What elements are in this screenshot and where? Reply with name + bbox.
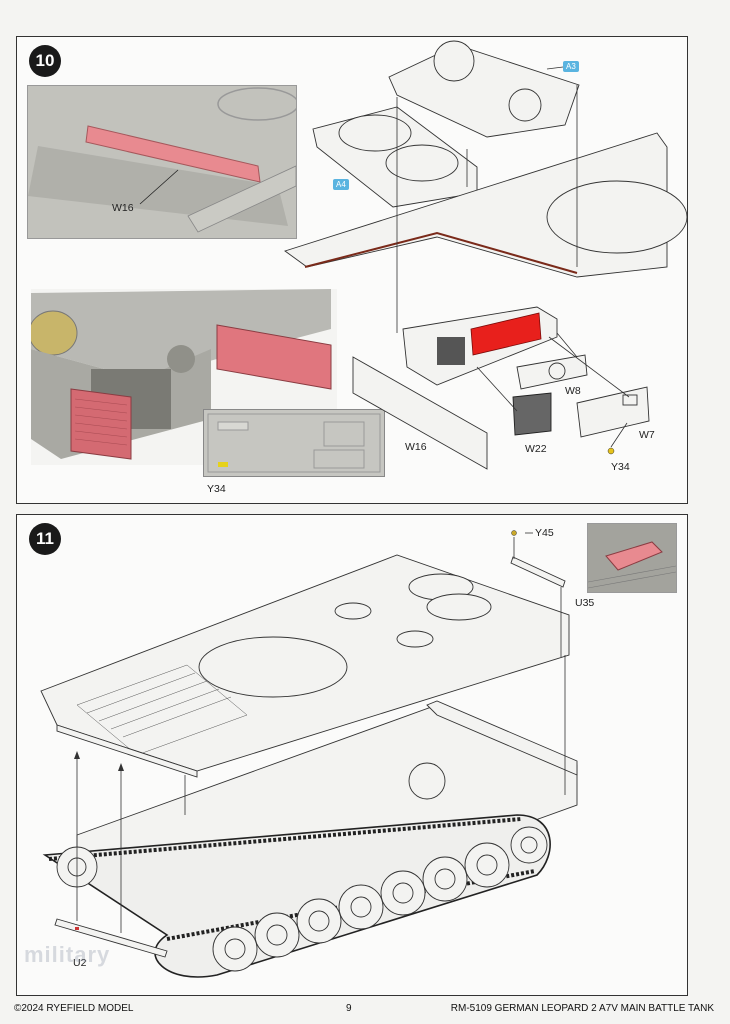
photo-plate-drawing	[207, 413, 381, 473]
label-y34-photo: Y34	[207, 483, 226, 495]
watermark: military	[24, 942, 111, 967]
label-u2: U2	[73, 957, 87, 969]
label-y34-right: Y34	[611, 461, 630, 473]
footer-copyright: ©2024 RYEFIELD MODEL	[14, 1003, 134, 1014]
label-u35: U35	[575, 597, 595, 609]
label-w16-photo: W16	[112, 202, 134, 214]
step-10-panel: 10 W16	[16, 36, 688, 504]
step-10-photo-plate	[203, 409, 385, 477]
label-w16-part: W16	[405, 441, 427, 453]
label-w8: W8	[565, 385, 581, 397]
photo-w16-drawing	[28, 86, 296, 238]
step-11-drawing	[40, 530, 578, 978]
photo-hull-side-drawing	[31, 289, 332, 460]
label-w22: W22	[525, 443, 547, 455]
footer-page-number: 9	[346, 1003, 352, 1014]
photo-detail-drawing	[588, 524, 676, 592]
step-11-photo-detail	[587, 523, 677, 593]
step-10-badge: 10	[29, 45, 61, 77]
callout-a3: A3	[563, 61, 579, 72]
step-11-badge: 11	[29, 523, 61, 555]
step-11-panel: 11	[16, 514, 688, 996]
callout-a4: A4	[333, 179, 349, 190]
footer-product-title: RM-5109 GERMAN LEOPARD 2 A7V MAIN BATTLE…	[450, 1003, 714, 1014]
step-10-photo-w16: W16	[27, 85, 297, 239]
label-y45: Y45	[535, 527, 554, 539]
label-w7: W7	[639, 429, 655, 441]
step-10-drawing	[284, 40, 688, 470]
